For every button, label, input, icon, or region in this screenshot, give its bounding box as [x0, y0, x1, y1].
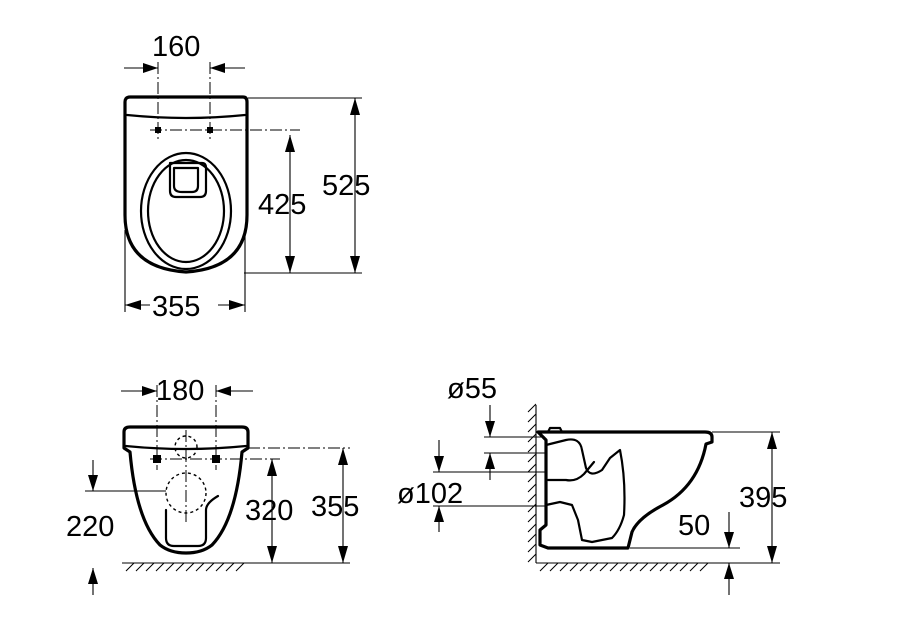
front-view: 180 220 320 355 [66, 375, 359, 595]
dim-395: 395 [710, 432, 787, 564]
bowl-opening [139, 151, 233, 271]
dim-outlet-102: ø102 [397, 440, 463, 532]
floor-hatch-front [122, 562, 250, 572]
dim-355-height: 355 [248, 447, 359, 563]
label-180: 180 [156, 375, 204, 407]
bowl-opening-inner [146, 158, 226, 264]
seat-hinge-side [546, 426, 564, 434]
bowl-outline-front [122, 425, 250, 555]
dim-50: 50 [678, 510, 734, 595]
flush-outlet [168, 161, 208, 199]
siphon-outlet-side [546, 460, 596, 482]
top-view: 160 425 525 355 [123, 31, 370, 323]
label-425: 425 [258, 189, 306, 221]
dim-525: 525 [248, 97, 370, 273]
label-220: 220 [66, 511, 114, 543]
label-50: 50 [678, 510, 710, 542]
label-355-width: 355 [152, 291, 200, 323]
siphon-inner-side [544, 438, 626, 544]
label-d55: ø55 [447, 373, 497, 405]
rim-line-front [124, 444, 248, 451]
floor-hatch-side [536, 562, 710, 572]
label-395: 395 [739, 482, 787, 514]
dim-inlet-55: ø55 [447, 373, 497, 480]
side-view: ø55 ø102 395 50 [397, 373, 787, 595]
inner-trap-front [164, 494, 220, 548]
dim-320: 320 [245, 459, 350, 564]
dim-160: 160 [124, 31, 245, 73]
flush-outlet-inner [172, 166, 200, 194]
wall-hatch [527, 403, 537, 563]
dim-355-width: 355 [124, 230, 246, 323]
dim-425: 425 [244, 135, 362, 274]
dim-220: 220 [66, 460, 166, 595]
bowl-profile-side [536, 430, 714, 550]
label-320: 320 [245, 495, 293, 527]
label-525: 525 [322, 170, 370, 202]
inlet-circle-front [174, 435, 198, 459]
bolt-marks-top [155, 127, 213, 133]
label-160: 160 [152, 31, 200, 63]
label-d102: ø102 [397, 478, 463, 510]
label-355-height: 355 [311, 491, 359, 523]
seat-hinge-line [125, 113, 247, 120]
bowl-outline-top [123, 95, 249, 274]
dim-180: 180 [121, 375, 253, 407]
